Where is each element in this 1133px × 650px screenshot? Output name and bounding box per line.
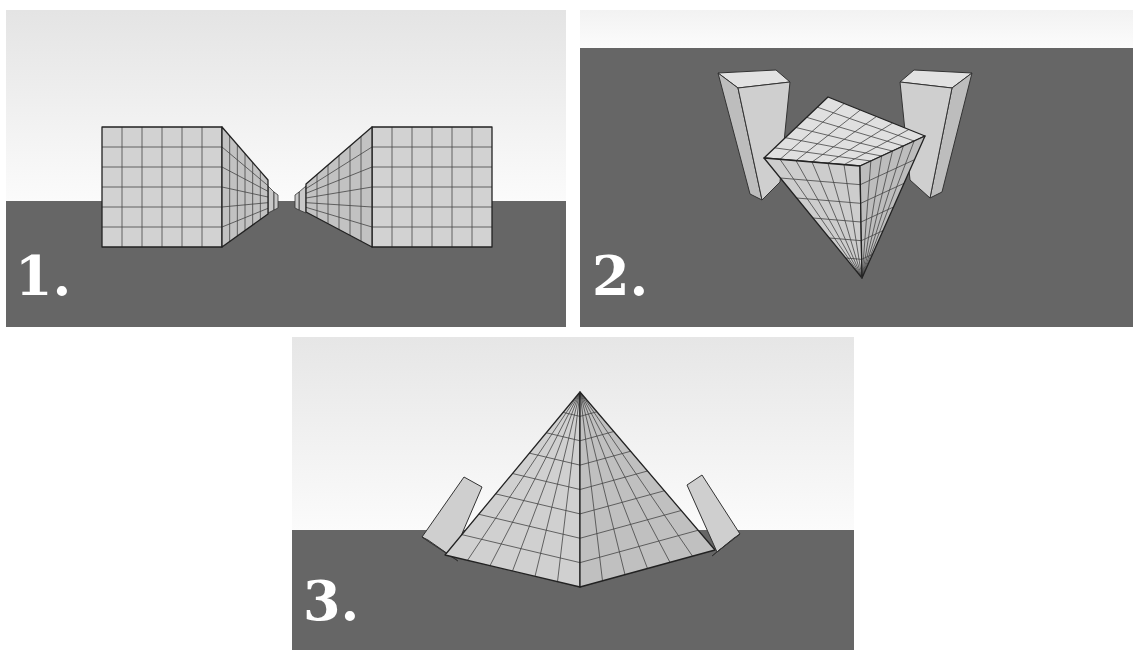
grid-line [102,227,222,228]
grid-line [580,511,681,539]
grid-line [372,147,492,148]
grid-line [563,412,580,416]
grid-line [861,207,894,222]
face-fill [222,127,268,247]
callout-number: 2. [592,246,648,306]
grid-line [102,167,222,168]
grid-line [372,167,492,168]
grid-line [813,218,861,222]
grid-line [102,207,222,208]
three-point-bottom-illustration [292,337,854,650]
face-outline [102,127,222,247]
grid-line [812,162,862,278]
three-point-top-illustration [580,10,1133,327]
grid-line [372,207,492,208]
grid-line [102,187,222,188]
perspective-panel: 1. [6,10,566,327]
grid-face [222,127,268,247]
grid-line [222,167,268,191]
face-fill [372,127,492,247]
grid-line [102,147,222,148]
face-fill [445,392,580,587]
grid-face [102,127,222,247]
grid-line [306,147,372,189]
face-outline [580,392,715,587]
grid-face [445,392,580,587]
face-fill [306,127,372,247]
grid-line [372,187,492,188]
grid-face [306,127,372,247]
grid-line [846,258,862,259]
grid-line [462,535,580,563]
grid-face [764,158,862,278]
face-fill [764,158,862,278]
grid-line [861,183,904,203]
grid-line [306,187,372,198]
grid-line [580,451,631,465]
grid-line [306,167,372,193]
grid-line [306,203,372,207]
grid-line [580,392,670,562]
grid-line [785,138,881,156]
grid-line [797,198,861,203]
face-fill [860,136,925,278]
face-outline [764,158,862,278]
face-outline [860,136,925,278]
grid-face [580,392,715,587]
face-outline [445,392,580,587]
face-outline [372,127,492,247]
grid-line [580,530,698,562]
grid-line [546,433,580,441]
perspective-panel: 2. [580,10,1133,327]
grid-line [580,392,648,569]
grid-line [222,187,268,197]
grid-line [580,471,648,490]
grid-line [796,161,862,278]
grid-line [513,474,581,490]
grid-line [372,227,492,228]
callout-number: 3. [303,571,359,631]
face-outline [222,127,268,247]
grid-line [222,208,268,227]
grid-line [862,151,893,278]
grid-line [862,146,903,278]
grid-line [580,491,664,514]
grid-face [860,136,925,278]
grid-line [780,159,862,278]
face-fill [580,392,715,587]
grid-line [222,203,268,207]
grid-line [780,178,860,185]
grid-line [496,494,580,514]
grid-line [860,160,914,185]
perspective-panel: 3. [292,337,854,650]
callout-number: 1. [15,246,71,306]
grid-line [775,148,871,161]
face-fill [102,127,222,247]
grid-line [580,432,614,441]
grid-face [372,127,492,247]
grid-line [490,392,580,566]
grid-line [829,238,861,241]
grid-line [529,453,580,465]
grid-line [580,392,693,556]
grid-line [796,128,893,152]
face-outline [306,127,372,247]
grid-line [580,412,597,417]
one-point-illustration [6,10,566,327]
grid-line [513,392,581,571]
grid-line [479,514,580,538]
